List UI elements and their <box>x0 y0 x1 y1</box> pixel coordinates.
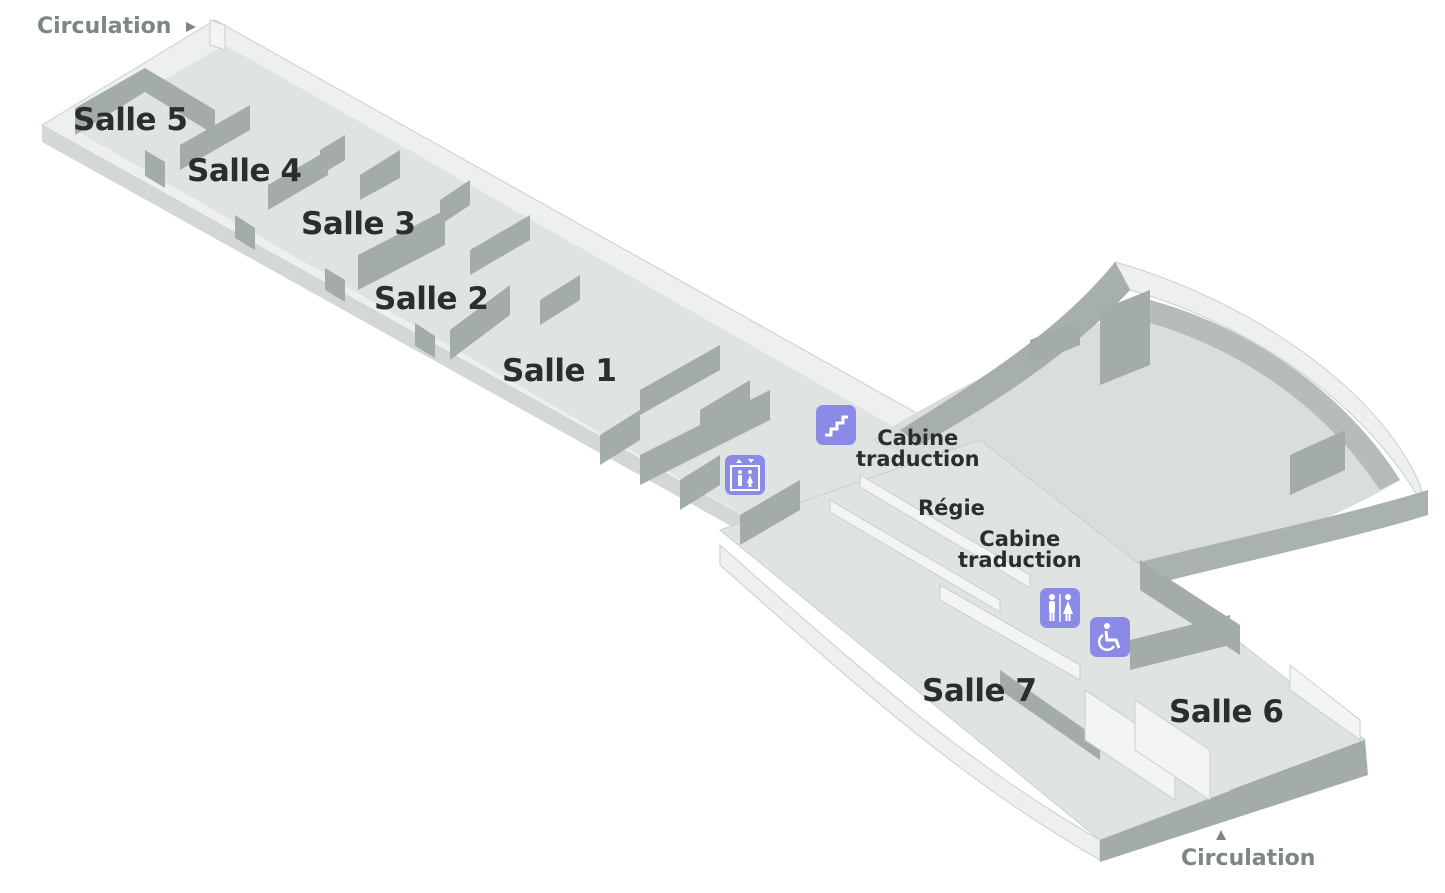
wheelchair-icon <box>1090 617 1130 657</box>
auditorium-back-wall <box>900 262 1130 445</box>
restroom-icon-glyph <box>1049 594 1073 622</box>
cabine-2-line-1: Cabine <box>979 527 1061 551</box>
room-label-salle-3: Salle 3 <box>301 206 416 242</box>
triangle-up-icon <box>1216 830 1226 840</box>
stairs-icon <box>816 405 856 445</box>
stairs-icon-glyph <box>825 415 848 437</box>
room-label-salle-1: Salle 1 <box>502 353 617 389</box>
room-label-cabine-traduction-2: Cabine traduction <box>958 529 1082 571</box>
room-label-salle-2: Salle 2 <box>374 281 489 317</box>
room-label-regie: Régie <box>918 496 985 520</box>
wheelchair-icon-glyph <box>1097 623 1121 652</box>
circulation-top-text: Circulation <box>37 14 172 39</box>
auditorium-inner-ring <box>1140 300 1400 490</box>
cabine-2-line-2: traduction <box>958 548 1082 572</box>
circulation-label-bottom: Circulation <box>1181 846 1315 871</box>
elevator-icon <box>725 455 765 495</box>
auditorium-front-wall <box>1090 490 1428 600</box>
elevator-icon-glyph <box>730 459 760 491</box>
cabine-1-line-2: traduction <box>856 447 980 471</box>
room-label-salle-5: Salle 5 <box>73 102 188 138</box>
circulation-bottom-text: Circulation <box>1181 846 1316 871</box>
cabine-1-line-1: Cabine <box>877 426 959 450</box>
restroom-icon <box>1040 588 1080 628</box>
room-label-salle-4: Salle 4 <box>187 153 302 189</box>
room-label-salle-7: Salle 7 <box>922 673 1037 709</box>
room-label-cabine-traduction-1: Cabine traduction <box>856 428 980 470</box>
wall-tops <box>209 19 1361 801</box>
room-walls <box>75 68 1365 815</box>
triangle-right-icon <box>186 22 197 32</box>
circulation-label-top: Circulation <box>37 14 197 39</box>
room-label-salle-6: Salle 6 <box>1169 694 1284 730</box>
